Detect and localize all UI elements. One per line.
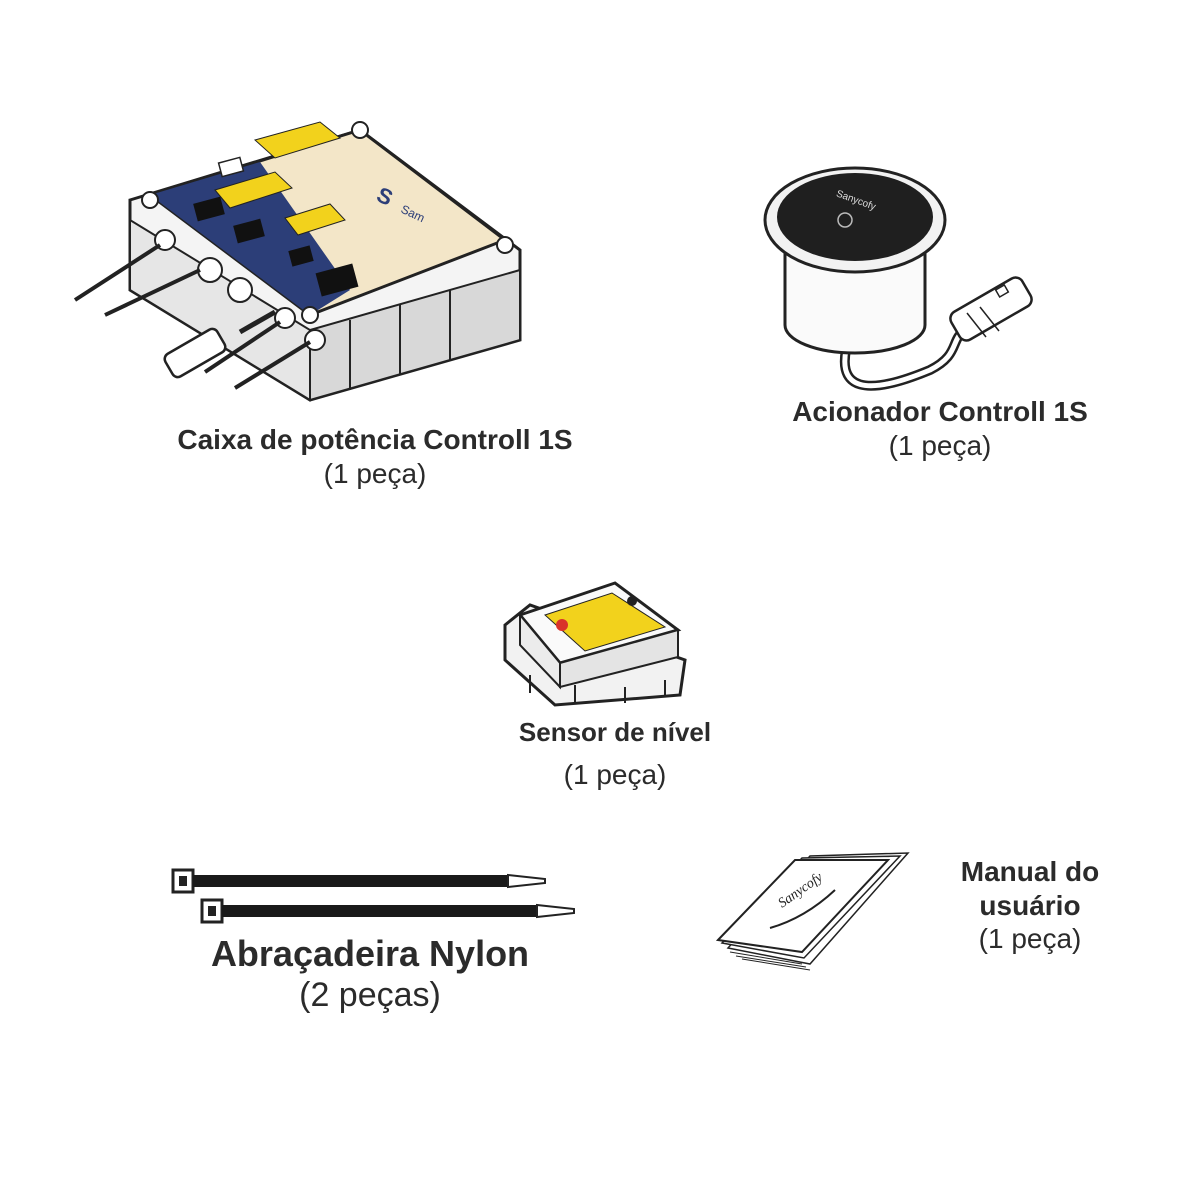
cable-ties-illustration — [171, 868, 575, 924]
power-box-caption: Caixa de potência Controll 1S (1 peça) — [100, 423, 650, 490]
manual-caption: Manual do usuário (1 peça) — [905, 855, 1155, 956]
manual-title-line2: usuário — [979, 889, 1081, 921]
actuator-caption: Acionador Controll 1S (1 peça) — [715, 395, 1165, 462]
cable-ties-caption: Abraçadeira Nylon (2 peças) — [160, 932, 580, 1016]
actuator-qty: (1 peça) — [888, 429, 992, 461]
power-box-title: Caixa de potência Controll 1S — [177, 424, 573, 455]
power-box-illustration: S Sam — [73, 121, 522, 402]
power-box-qty: (1 peça) — [323, 457, 427, 489]
manual-qty: (1 peça) — [978, 923, 1082, 955]
manual-illustration: Sanycofy — [715, 852, 910, 971]
actuator-title: Acionador Controll 1S — [792, 396, 1088, 427]
cable-ties-title: Abraçadeira Nylon — [210, 933, 530, 974]
level-sensor-qty: (1 peça) — [563, 759, 667, 791]
actuator-illustration: Sanycofy — [763, 166, 1033, 391]
level-sensor-caption: Sensor de nível (1 peça) — [455, 717, 775, 792]
manual-title-line1: Manual do — [960, 856, 1100, 887]
level-sensor-title: Sensor de nível — [518, 717, 712, 747]
cable-ties-qty: (2 peças) — [299, 976, 441, 1015]
level-sensor-illustration — [503, 581, 687, 707]
